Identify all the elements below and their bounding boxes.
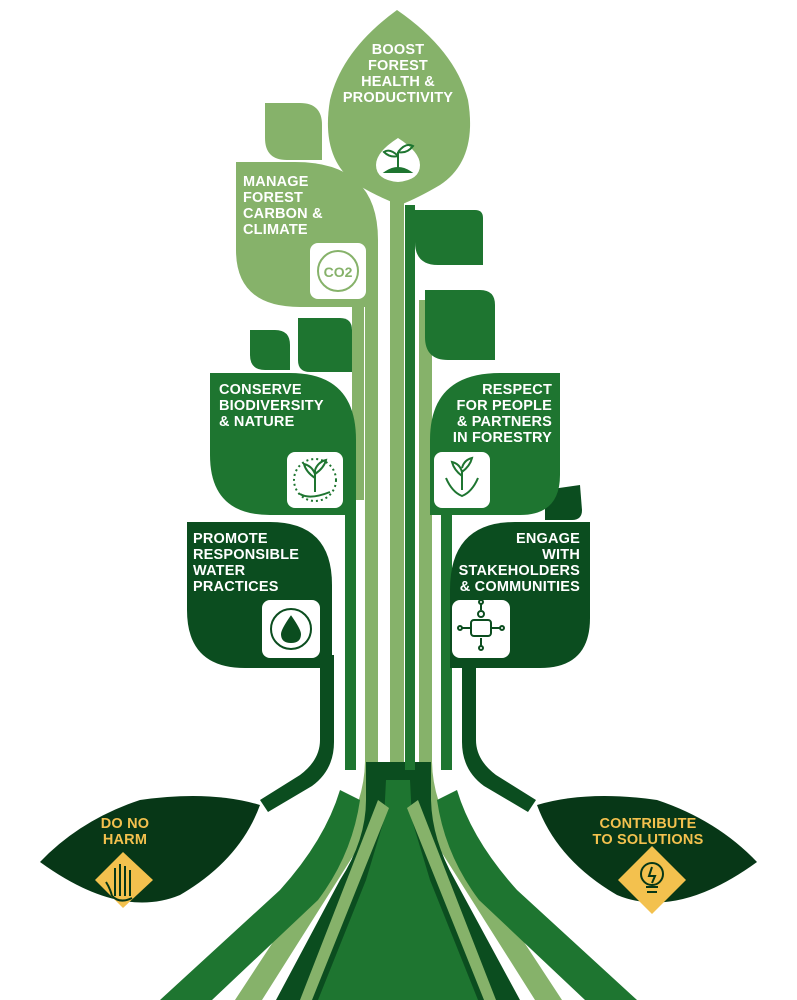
plant-in-hand-icon <box>293 458 337 502</box>
seedling-soil-icon <box>382 143 415 173</box>
leaf-water-label: PROMOTE RESPONSIBLE WATER PRACTICES <box>193 531 300 595</box>
root-contribute-label: CONTRIBUTE TO SOLUTIONS <box>592 816 704 848</box>
root-do-no-harm-label: DO NO HARM <box>100 816 150 848</box>
trunk <box>160 200 637 1000</box>
hands-with-plant-icon <box>445 456 479 498</box>
leaf-stakeholders <box>450 522 590 668</box>
leaf-boost-label: BOOST FOREST HEALTH & PRODUCTIVITY <box>342 42 454 106</box>
water-drop-cycle-icon <box>270 608 312 650</box>
co2-cycle-icon: CO2 <box>317 250 359 292</box>
root-leaf-contribute <box>537 796 757 914</box>
network-people-icon <box>457 599 505 651</box>
raised-hand-icon <box>105 864 133 902</box>
small-leaves <box>250 103 582 520</box>
leaf-people-label: RESPECT FOR PEOPLE & PARTNERS IN FORESTR… <box>452 382 552 446</box>
leaf-carbon-label: MANAGE FOREST CARBON & CLIMATE <box>243 174 323 238</box>
leaf-stakeholders-label: ENGAGE WITH STAKEHOLDERS & COMMUNITIES <box>458 531 580 595</box>
co2-text: CO2 <box>324 264 353 280</box>
light-bulb-icon <box>640 862 664 893</box>
root-leaf-do-no-harm <box>40 796 260 908</box>
leaf-biodiversity-label: CONSERVE BIODIVERSITY & NATURE <box>219 382 324 430</box>
